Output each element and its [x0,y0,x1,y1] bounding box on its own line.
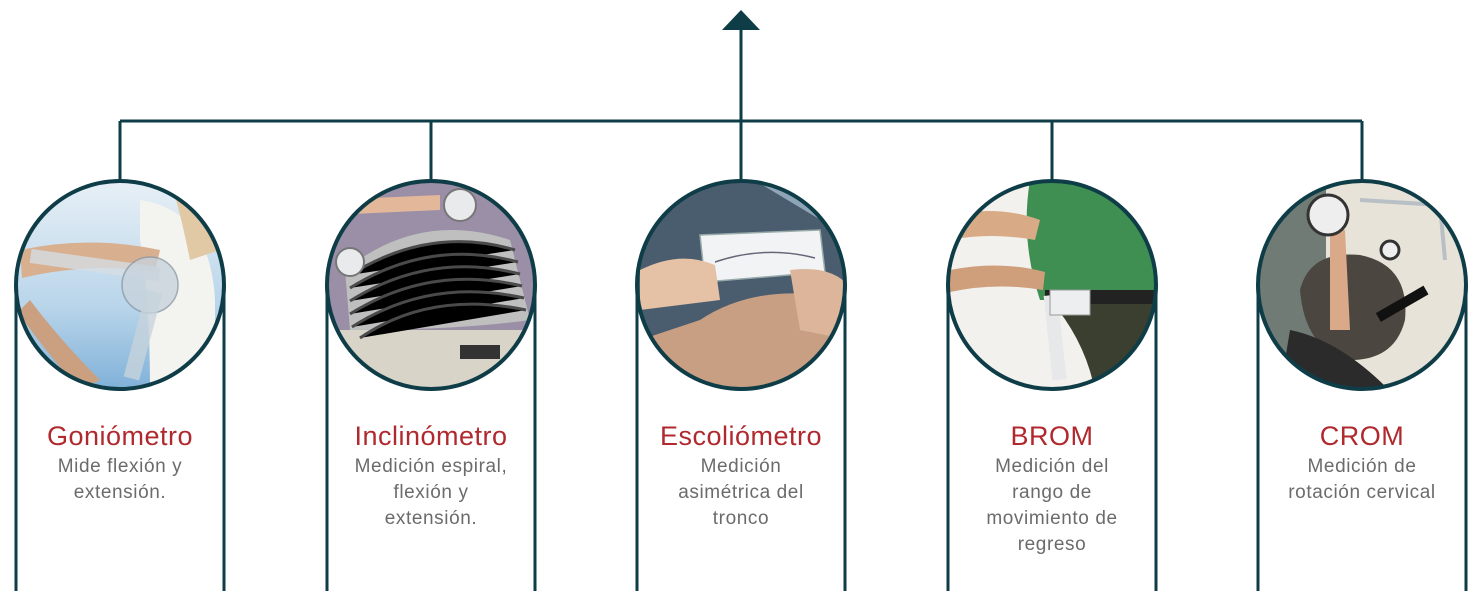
tool-card-text: Goniómetro Mide flexión y extensión. [10,420,230,506]
tool-card-text: Escoliómetro Medición asimétrica del tro… [631,420,851,532]
tool-card-crom [1256,179,1468,591]
description-line: rotación cervical [1288,482,1436,503]
description-line: extensión. [384,508,478,529]
tool-description: Medición de rotación cervical [1252,454,1472,506]
tool-description: Medición asimétrica del tronco [631,454,851,532]
description-line: Medición espiral, [354,456,508,477]
tool-description: Mide flexión y extensión. [10,454,230,506]
tool-card-inclinometro [325,179,537,591]
tool-card-text: Inclinómetro Medición espiral, flexión y… [321,420,541,532]
tool-card-brom [946,179,1158,591]
tool-title: BROM [1010,421,1094,451]
tool-card-goniometro [14,179,226,591]
connector-lines [118,28,1364,181]
description-line: movimiento de [986,508,1118,529]
description-line: extensión. [73,482,167,503]
tool-title: Goniómetro [46,421,194,451]
description-line: regreso [1017,534,1087,555]
brom-device-photo [948,181,1156,389]
description-line: tronco [712,508,770,529]
description-line: Medición del [995,456,1109,477]
tool-title: CROM [1319,421,1405,451]
description-line: Medición [700,456,782,477]
tool-description: Medición del rango de movimiento de regr… [942,454,1162,558]
description-line: rango de [1012,482,1092,503]
tool-card-escoliometro [635,179,847,591]
description-line: Mide flexión y [57,456,183,477]
tool-title: Inclinómetro [354,421,508,451]
tool-description: Medición espiral, flexión y extensión. [321,454,541,532]
tool-title: Escoliómetro [659,421,823,451]
tool-card-text: BROM Medición del rango de movimiento de… [942,420,1162,558]
description-line: flexión y [393,482,469,503]
description-line: asimétrica del [678,482,804,503]
description-line: Medición de [1307,456,1417,477]
tool-card-text: CROM Medición de rotación cervical [1252,420,1472,506]
inclinometer-back-photo [327,181,535,389]
crom-headset-photo [1258,181,1466,389]
up-arrow-icon [722,10,760,30]
scoliometer-photo [637,181,845,389]
